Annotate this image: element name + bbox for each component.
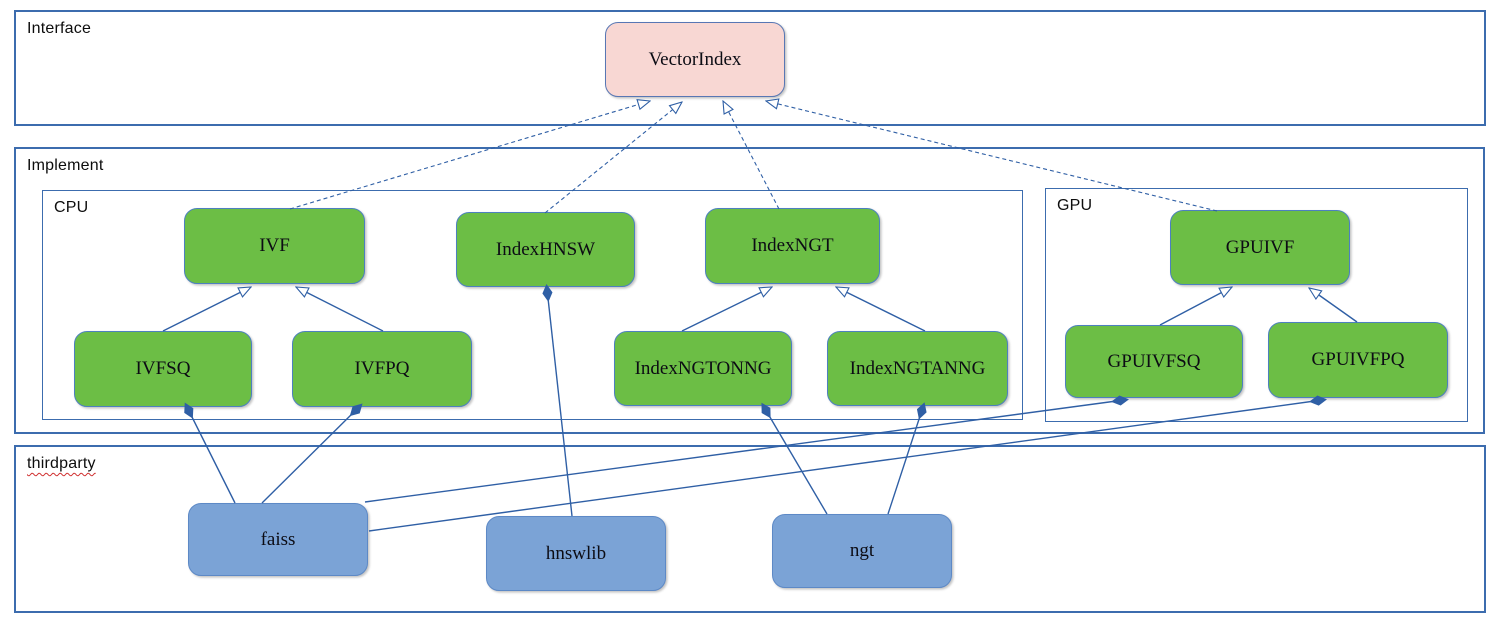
node-gpuivf-label: GPUIVF bbox=[1225, 236, 1295, 258]
node-ivf[interactable]: IVF bbox=[184, 208, 365, 284]
node-indexngtanng-label: IndexNGTANNG bbox=[849, 357, 986, 379]
node-indexngtonng[interactable]: IndexNGTONNG bbox=[614, 331, 792, 406]
node-vectorindex-label: VectorIndex bbox=[648, 48, 742, 70]
container-interface-label: Interface bbox=[27, 20, 92, 37]
node-ivf-label: IVF bbox=[259, 235, 290, 256]
node-ngt-label: ngt bbox=[849, 540, 875, 561]
node-gpuivfpq[interactable]: GPUIVFPQ bbox=[1268, 322, 1448, 398]
node-indexngtonng-label: IndexNGTONNG bbox=[634, 357, 772, 379]
node-faiss-label: faiss bbox=[260, 528, 296, 550]
node-gpuivfsq-label: GPUIVFSQ bbox=[1107, 350, 1201, 372]
node-hnswlib-label: hnswlib bbox=[545, 542, 607, 564]
container-thirdparty-label: thirdparty bbox=[27, 455, 96, 472]
node-vectorindex[interactable]: VectorIndex bbox=[605, 22, 785, 97]
node-ivfpq-label: IVFPQ bbox=[354, 358, 410, 379]
node-indexhnsw[interactable]: IndexHNSW bbox=[456, 212, 635, 287]
node-faiss[interactable]: faiss bbox=[188, 503, 368, 576]
node-gpuivfsq[interactable]: GPUIVFSQ bbox=[1065, 325, 1243, 398]
node-ngt[interactable]: ngt bbox=[772, 514, 952, 588]
container-implement-label: Implement bbox=[27, 157, 104, 174]
node-ivfpq[interactable]: IVFPQ bbox=[292, 331, 472, 407]
node-gpuivfpq-label: GPUIVFPQ bbox=[1311, 349, 1405, 370]
node-ivfsq[interactable]: IVFSQ bbox=[74, 331, 252, 407]
node-indexngtanng[interactable]: IndexNGTANNG bbox=[827, 331, 1008, 406]
node-indexhnsw-label: IndexHNSW bbox=[495, 238, 596, 260]
node-indexngt[interactable]: IndexNGT bbox=[705, 208, 880, 284]
node-indexngt-label: IndexNGT bbox=[751, 235, 834, 256]
container-gpu-label: GPU bbox=[1057, 197, 1093, 214]
node-hnswlib[interactable]: hnswlib bbox=[486, 516, 666, 591]
node-ivfsq-label: IVFSQ bbox=[135, 358, 191, 379]
container-cpu-label: CPU bbox=[54, 199, 89, 216]
node-gpuivf[interactable]: GPUIVF bbox=[1170, 210, 1350, 285]
